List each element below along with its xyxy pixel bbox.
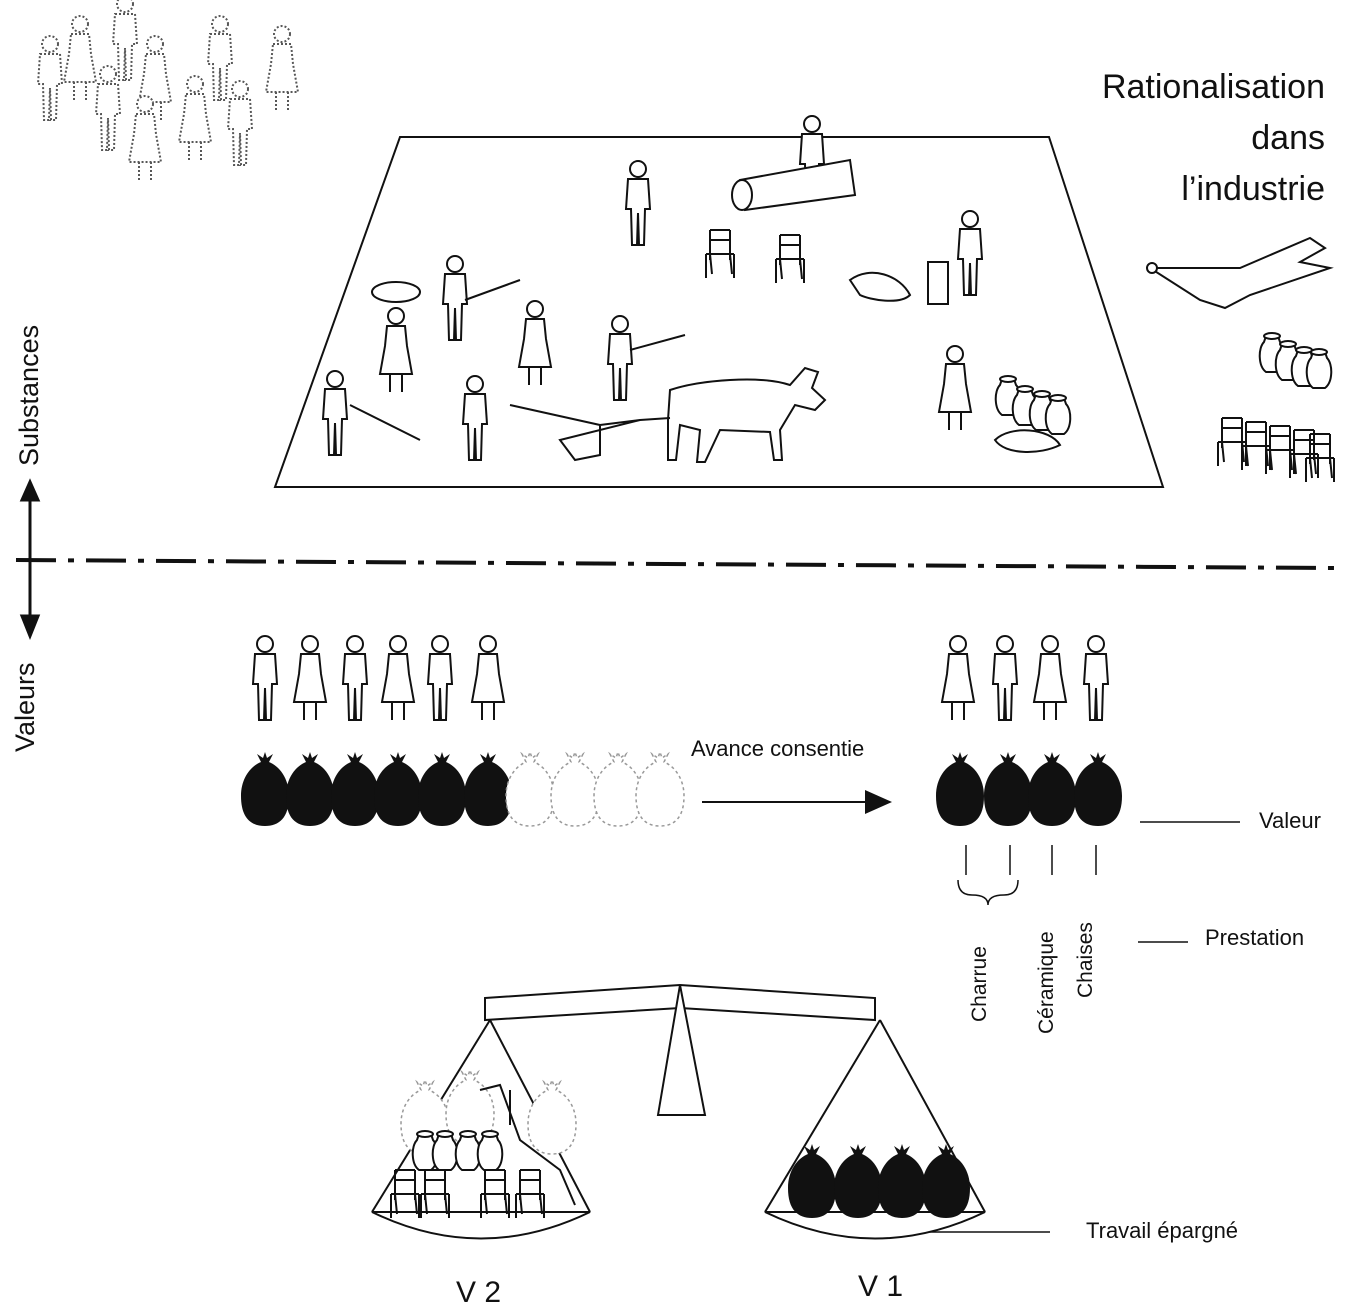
- product-label-ceramique: Céramique: [1035, 931, 1058, 1034]
- title-line-1: Rationalisation: [1101, 68, 1325, 106]
- product-brace: [957, 879, 1019, 906]
- money-bag-icon: [241, 751, 1122, 827]
- product-label-chaises: Chaises: [1074, 922, 1097, 998]
- chair-icon: [1217, 417, 1335, 483]
- v1-pan-contents: [788, 1144, 970, 1218]
- ox-plough-icon: [509, 366, 827, 463]
- log-icon: [731, 158, 857, 212]
- anvil-icon: [927, 261, 949, 305]
- plough-icon: [1146, 236, 1334, 310]
- chair-icon: [705, 229, 805, 284]
- saved-work-label: Travail épargné: [1086, 1218, 1239, 1243]
- scale-label-v2: V 2: [456, 1276, 502, 1309]
- advance-arrow: [702, 790, 892, 814]
- title-line-3: l’industrie: [1181, 170, 1325, 208]
- axis-label-substances: Substances: [14, 324, 44, 466]
- axis-label-valeurs: Valeurs: [10, 662, 40, 752]
- shovel-icon: [349, 279, 686, 441]
- scale-label-v1: V 1: [858, 1270, 904, 1303]
- service-label: Prestation: [1205, 925, 1305, 950]
- clay-icon: [993, 429, 1062, 453]
- product-label-charrue: Charrue: [968, 946, 991, 1022]
- separator-line: [15, 558, 1336, 570]
- hide-icon: [848, 271, 912, 302]
- jar-icon: [994, 375, 1072, 435]
- basket-icon: [371, 281, 421, 303]
- balance-scale-icon: [371, 983, 986, 1240]
- v2-pan-contents: [390, 1069, 577, 1219]
- advance-label: Avance consentie: [691, 736, 865, 761]
- title-line-2: dans: [1251, 119, 1325, 157]
- jar-icon: [1258, 332, 1333, 389]
- workforce-left: [252, 635, 505, 721]
- crowd-icon: [37, 0, 299, 181]
- value-label: Valeur: [1259, 808, 1321, 833]
- workforce-right: [941, 635, 1109, 721]
- work-field: [273, 115, 1165, 488]
